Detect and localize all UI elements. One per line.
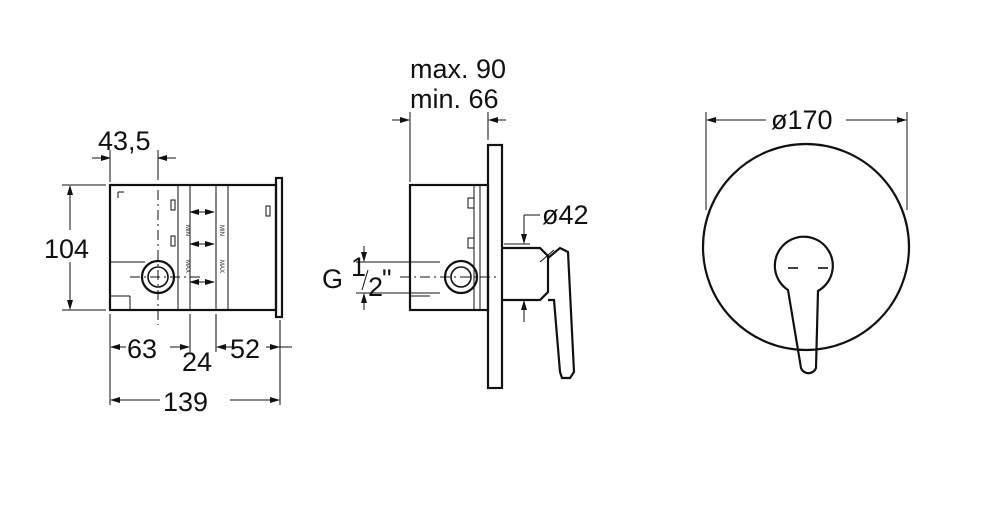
min-mark-2: MIN (184, 225, 190, 236)
dim-plate-diameter-label: ø170 (771, 105, 833, 135)
front-centerlines (130, 170, 200, 325)
side-handle (502, 246, 576, 380)
dim-thread: G 1 2 " (322, 246, 440, 310)
thread-label: G (322, 264, 343, 294)
thread-fraction-slash (361, 269, 369, 291)
dim-handle-diameter: ø42 (504, 200, 589, 322)
lever-handle (773, 235, 834, 375)
dim-bottom-chain: 63 24 52 (109, 314, 292, 405)
max-mark-2: MAX (184, 260, 190, 273)
dim-offset: 43,5 (92, 126, 176, 182)
round-cover-plate (701, 142, 911, 352)
plate-view: ø170 (701, 105, 911, 375)
dim-handle-diameter-label: ø42 (542, 200, 589, 230)
dim-total-label: 139 (163, 387, 208, 417)
dim-left-label: 63 (127, 334, 157, 364)
front-box-outline (108, 176, 284, 319)
front-view: MIN MAX MIN MAX 43,5 104 (44, 126, 292, 417)
dim-middle-label: 24 (182, 347, 212, 377)
max-mark-1: MAX (218, 260, 224, 273)
dim-height-label: 104 (44, 234, 89, 264)
dim-total: 139 (110, 387, 280, 417)
min-mark-1: MIN (218, 225, 224, 236)
dim-right-label: 52 (230, 334, 260, 364)
dim-max-label: max. 90 (410, 54, 506, 84)
dim-offset-label: 43,5 (98, 126, 151, 156)
side-body (400, 183, 500, 312)
thread-numerator: 1 (351, 252, 366, 282)
side-view: max. 90 min. 66 ø42 G 1 2 " (322, 54, 589, 390)
dim-plate-diameter: ø170 (705, 105, 908, 210)
side-wall-plate (486, 143, 504, 390)
dim-depth: max. 90 min. 66 (392, 54, 506, 182)
thread-unit: " (382, 264, 392, 294)
dim-min-label: min. 66 (410, 84, 499, 114)
dim-height: 104 (44, 184, 106, 311)
thread-denominator: 2 (368, 272, 383, 302)
min-max-arrows: MIN MAX MIN MAX (170, 199, 224, 285)
